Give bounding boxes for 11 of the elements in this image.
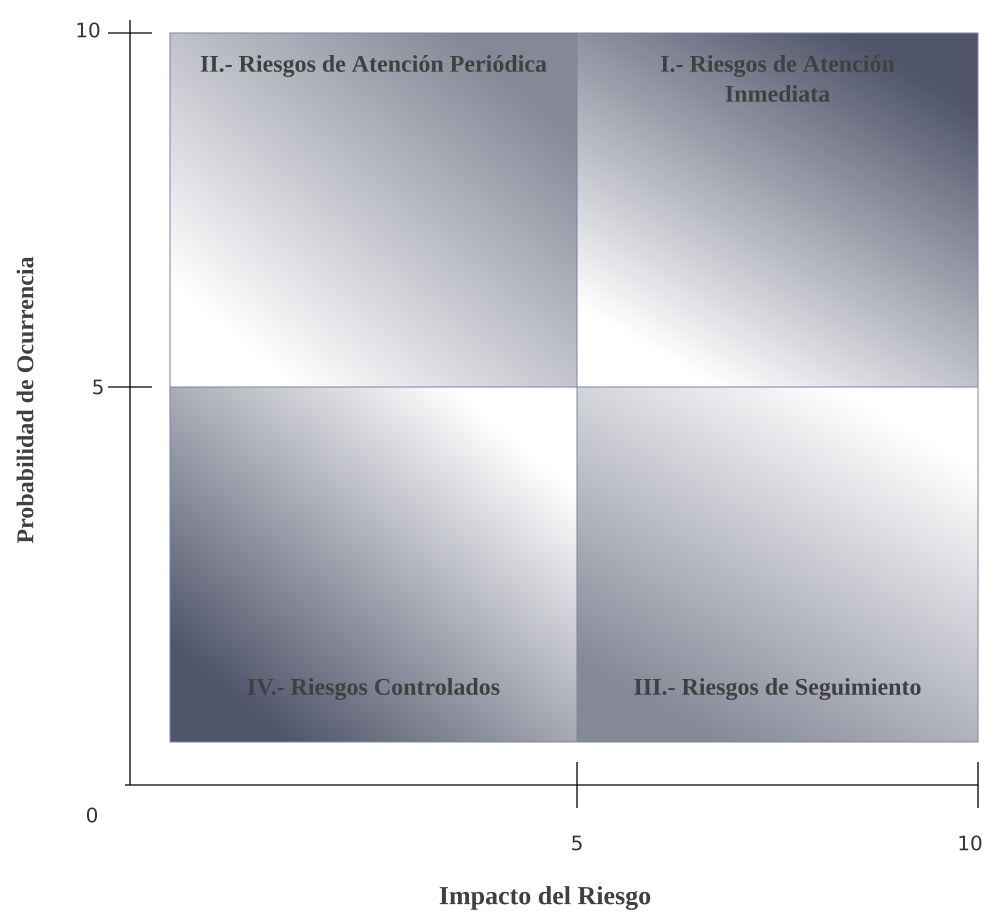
axis-title: Probabilidad de Ocurrencia [16, 256, 34, 544]
tick-label: 0 [86, 807, 98, 823]
axis-title: Impacto del Riesgo [440, 886, 650, 910]
tick-label: 5 [572, 836, 582, 850]
quadrant-box: I.- Riesgos de Atención Inmediata [576, 32, 979, 388]
tick-label: 10 [77, 22, 100, 38]
quadrant-box: II.- Riesgos de Atención Periódica [170, 32, 578, 388]
tick-label: 5 [93, 380, 103, 394]
tick-label: 10 [959, 835, 982, 851]
quadrant-box: III.- Riesgos de Seguimiento [576, 386, 979, 742]
quadrant-box: IV.- Riesgos Controlados [170, 386, 578, 742]
